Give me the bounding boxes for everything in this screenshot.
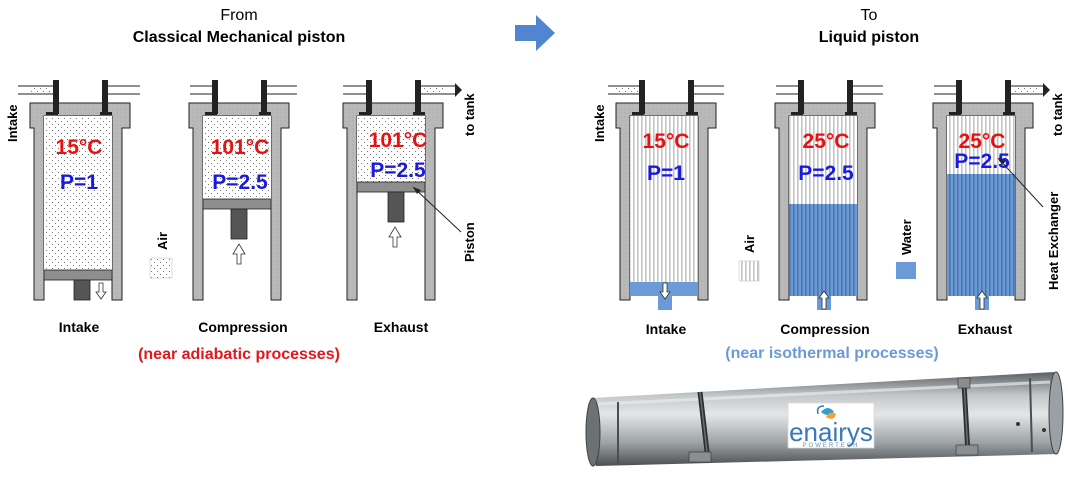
mech-cylinder-exhaust bbox=[342, 80, 462, 301]
liquid-compression-temperature: 25°C bbox=[803, 130, 850, 153]
mech-intake-label: Intake bbox=[59, 319, 100, 335]
right-to-tank-label: to tank bbox=[1050, 93, 1065, 136]
liquid-exhaust-pressure: P=2.5 bbox=[954, 150, 1010, 173]
liquid-intake-temperature: 15°C bbox=[643, 130, 690, 153]
mech-compression-pressure: P=2.5 bbox=[212, 171, 268, 194]
mech-intake-temperature: 15°C bbox=[56, 136, 103, 159]
transition-arrow-icon bbox=[515, 15, 555, 51]
mech-cylinder-intake bbox=[18, 80, 140, 301]
from-label: From bbox=[220, 7, 257, 24]
piston-pointer bbox=[412, 186, 462, 233]
right-intake-label: Intake bbox=[592, 104, 607, 142]
liquid-compression-pressure: P=2.5 bbox=[798, 162, 854, 185]
mech-intake-pressure: P=1 bbox=[60, 171, 98, 194]
right-air-label: Air bbox=[742, 235, 757, 253]
isothermal-note: (near isothermal processes) bbox=[725, 345, 938, 362]
left-intake-label: Intake bbox=[5, 104, 20, 142]
left-title: Classical Mechanical piston bbox=[133, 29, 346, 46]
liquid-intake-pressure: P=1 bbox=[647, 162, 685, 185]
adiabatic-note: (near adiabatic processes) bbox=[138, 346, 340, 363]
piston-label: Piston bbox=[462, 222, 477, 262]
logo-wordmark: enairys bbox=[789, 417, 873, 447]
mech-exhaust-label: Exhaust bbox=[374, 319, 429, 335]
left-to-tank-label: to tank bbox=[462, 93, 477, 136]
left-air-label: Air bbox=[155, 232, 170, 250]
air-legend-swatch-left bbox=[149, 257, 173, 279]
mech-exhaust-temperature: 101°C bbox=[369, 129, 428, 152]
liquid-exhaust-temperature: 25°C bbox=[959, 130, 1006, 153]
water-label: Water bbox=[899, 219, 914, 255]
liquid-cylinder-intake bbox=[608, 80, 724, 310]
mech-cylinder-compression bbox=[188, 80, 297, 301]
heat-exchanger-pointer bbox=[997, 157, 1044, 208]
liquid-cylinder-compression bbox=[774, 80, 883, 310]
mech-compression-temperature: 101°C bbox=[211, 136, 270, 159]
liquid-exhaust-label: Exhaust bbox=[958, 321, 1013, 337]
heat-exchanger-pointer-head bbox=[998, 158, 1006, 165]
piston-pointer-head bbox=[413, 187, 421, 194]
mech-exhaust-pressure: P=2.5 bbox=[370, 159, 426, 182]
liquid-compression-label: Compression bbox=[780, 321, 869, 337]
logo-tagline: POWERTECH bbox=[803, 443, 860, 449]
enairys-logo: enairys POWERTECH bbox=[787, 402, 875, 449]
mech-compression-label: Compression bbox=[198, 319, 287, 335]
liquid-intake-label: Intake bbox=[646, 321, 687, 337]
heat-exchanger-label: Heat Exchanger bbox=[1046, 192, 1061, 290]
air-legend-swatch-right bbox=[738, 260, 760, 282]
water-legend-swatch bbox=[896, 262, 916, 279]
liquid-cylinder-exhaust bbox=[932, 80, 1050, 310]
right-title: Liquid piston bbox=[819, 29, 919, 46]
to-label: To bbox=[861, 7, 878, 24]
